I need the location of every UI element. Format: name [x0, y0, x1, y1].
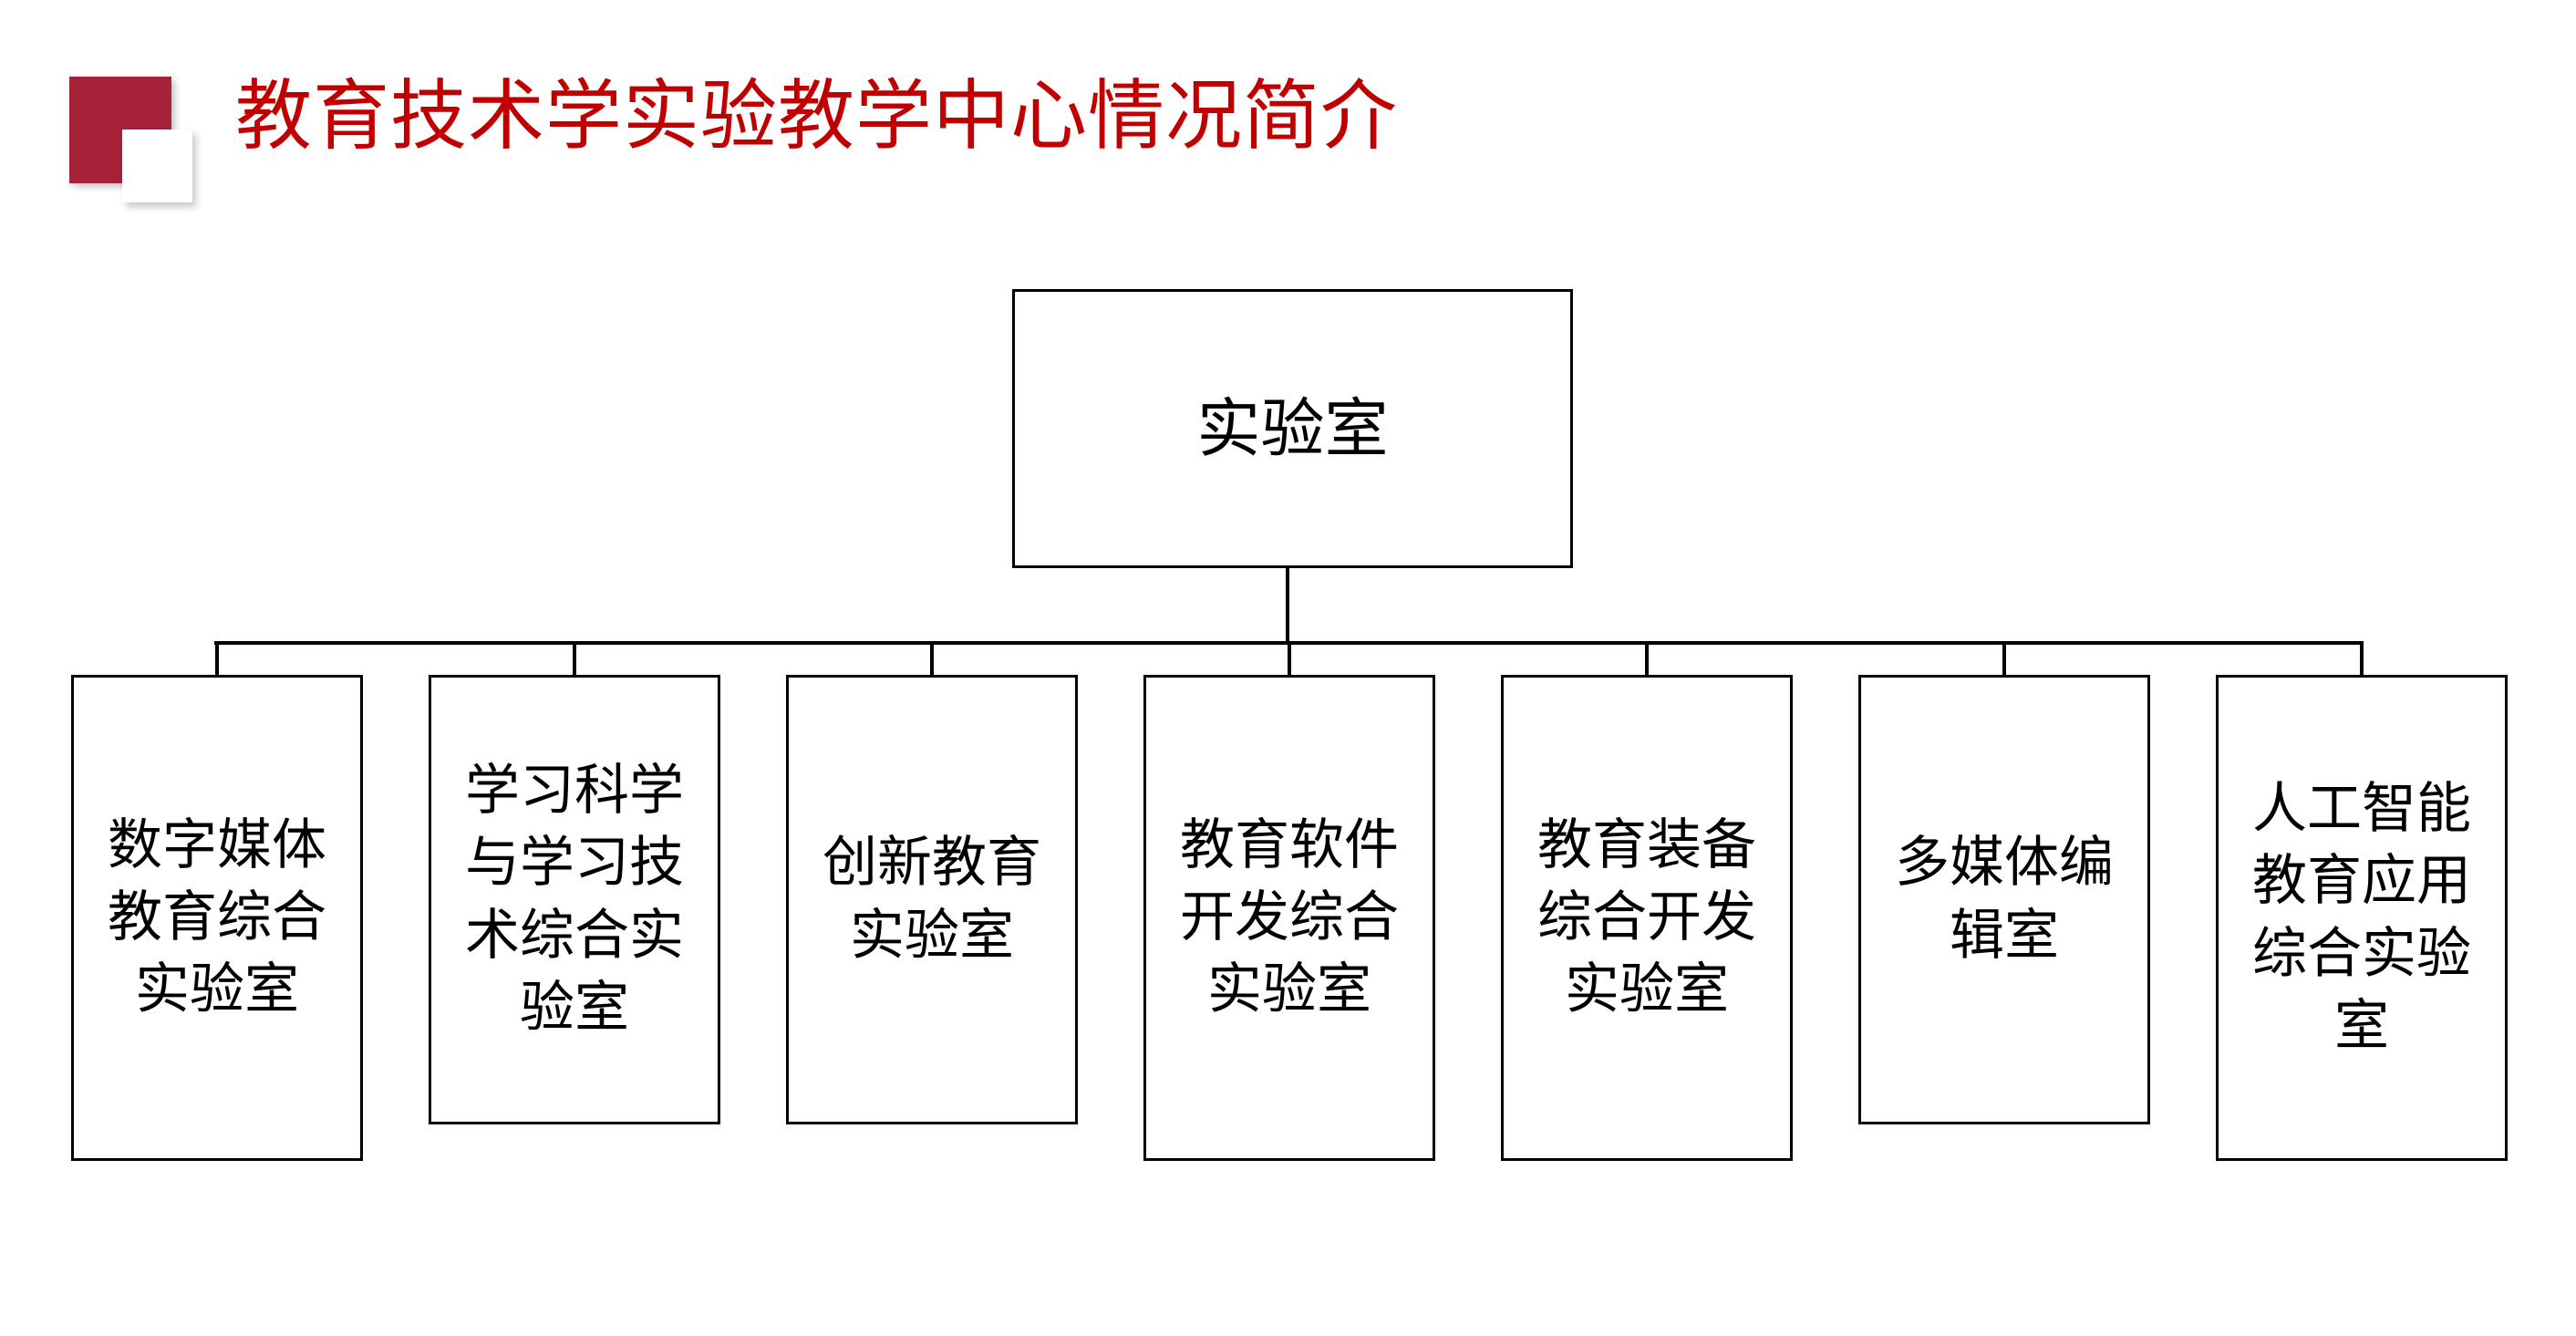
org-node-child-label: 教育软件 开发综合 实验室: [1180, 813, 1399, 1022]
org-node-root[interactable]: 实验室: [1012, 289, 1573, 568]
org-node-child-6[interactable]: 多媒体编 辑室: [1858, 675, 2150, 1124]
org-node-root-label: 实验室: [1196, 391, 1389, 466]
org-node-child-label: 数字媒体 教育综合 实验室: [108, 813, 326, 1022]
org-node-child-label: 人工智能 教育应用 综合实验 室: [2252, 777, 2471, 1058]
connector-drop-6: [2002, 641, 2006, 675]
slide-header: 教育技术学实验教学中心情况简介: [0, 0, 2576, 210]
logo-mark-icon: [69, 77, 192, 202]
logo-white-square: [122, 129, 192, 202]
org-node-child-label: 多媒体编 辑室: [1895, 831, 2114, 968]
org-node-child-2[interactable]: 学习科学 与学习技 术综合实 验室: [429, 675, 720, 1124]
org-node-child-7[interactable]: 人工智能 教育应用 综合实验 室: [2216, 675, 2508, 1161]
org-node-child-5[interactable]: 教育装备 综合开发 实验室: [1501, 675, 1793, 1161]
connector-trunk: [1286, 568, 1289, 645]
connector-drop-3: [930, 641, 934, 675]
org-node-child-4[interactable]: 教育软件 开发综合 实验室: [1143, 675, 1435, 1161]
org-node-child-label: 创新教育 实验室: [822, 831, 1041, 968]
connector-drop-5: [1645, 641, 1649, 675]
org-node-child-label: 教育装备 综合开发 实验室: [1537, 813, 1756, 1022]
connector-drop-7: [2360, 641, 2364, 675]
org-node-child-1[interactable]: 数字媒体 教育综合 实验室: [71, 675, 363, 1161]
org-node-child-label: 学习科学 与学习技 术综合实 验室: [465, 759, 684, 1040]
connector-drop-4: [1288, 641, 1291, 675]
connector-drop-2: [573, 641, 576, 675]
connector-drop-1: [215, 641, 219, 675]
org-node-child-3[interactable]: 创新教育 实验室: [786, 675, 1078, 1124]
page-title: 教育技术学实验教学中心情况简介: [235, 71, 1399, 161]
